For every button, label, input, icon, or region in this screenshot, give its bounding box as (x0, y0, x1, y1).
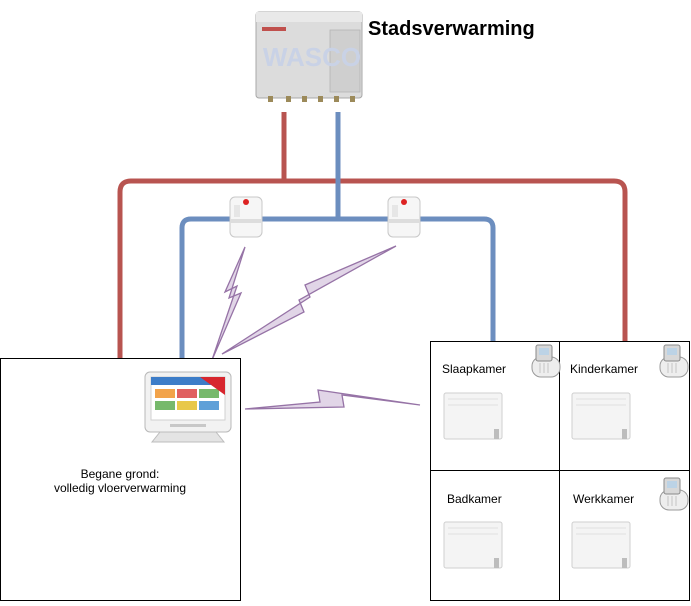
supply-pipe-main (117, 178, 628, 358)
radiator-valve-icon (659, 344, 689, 378)
ground-floor-label-line1: Begane grond: (80, 467, 160, 481)
wireless-link-valve-2 (221, 245, 397, 355)
radiator-valve-icon (659, 477, 689, 511)
wireless-links (211, 245, 421, 410)
thermostat-touchscreen-icon (144, 371, 232, 443)
zone-valve-icon (229, 196, 263, 238)
wireless-link-rooms (244, 389, 421, 410)
rooms-grid (430, 341, 690, 601)
diagram-title: Stadsverwarming (368, 18, 535, 40)
radiator-icon (571, 392, 631, 440)
radiator-icon (443, 392, 503, 440)
radiator-valve-icon (531, 344, 561, 378)
supply-pipes (117, 112, 628, 358)
return-pipes (179, 112, 496, 358)
district-heating-unit-icon: WASCO (255, 11, 363, 102)
radiator-icon (443, 521, 503, 569)
room-label-werkkamer: Werkkamer (573, 492, 635, 506)
radiator-icon (571, 521, 631, 569)
zone-valve-icon (387, 196, 421, 238)
room-label-kinderkamer: Kinderkamer (570, 362, 639, 376)
room-label-badkamer: Badkamer (447, 492, 502, 506)
ground-floor-label-line2: volledig vloerverwarming (53, 481, 187, 495)
return-pipe-main (179, 216, 496, 358)
room-label-slaapkamer: Slaapkamer (442, 362, 507, 376)
heat-unit-brand: WASCO (263, 42, 361, 72)
ground-floor-label: Begane grond: volledig vloerverwarming (40, 467, 200, 495)
